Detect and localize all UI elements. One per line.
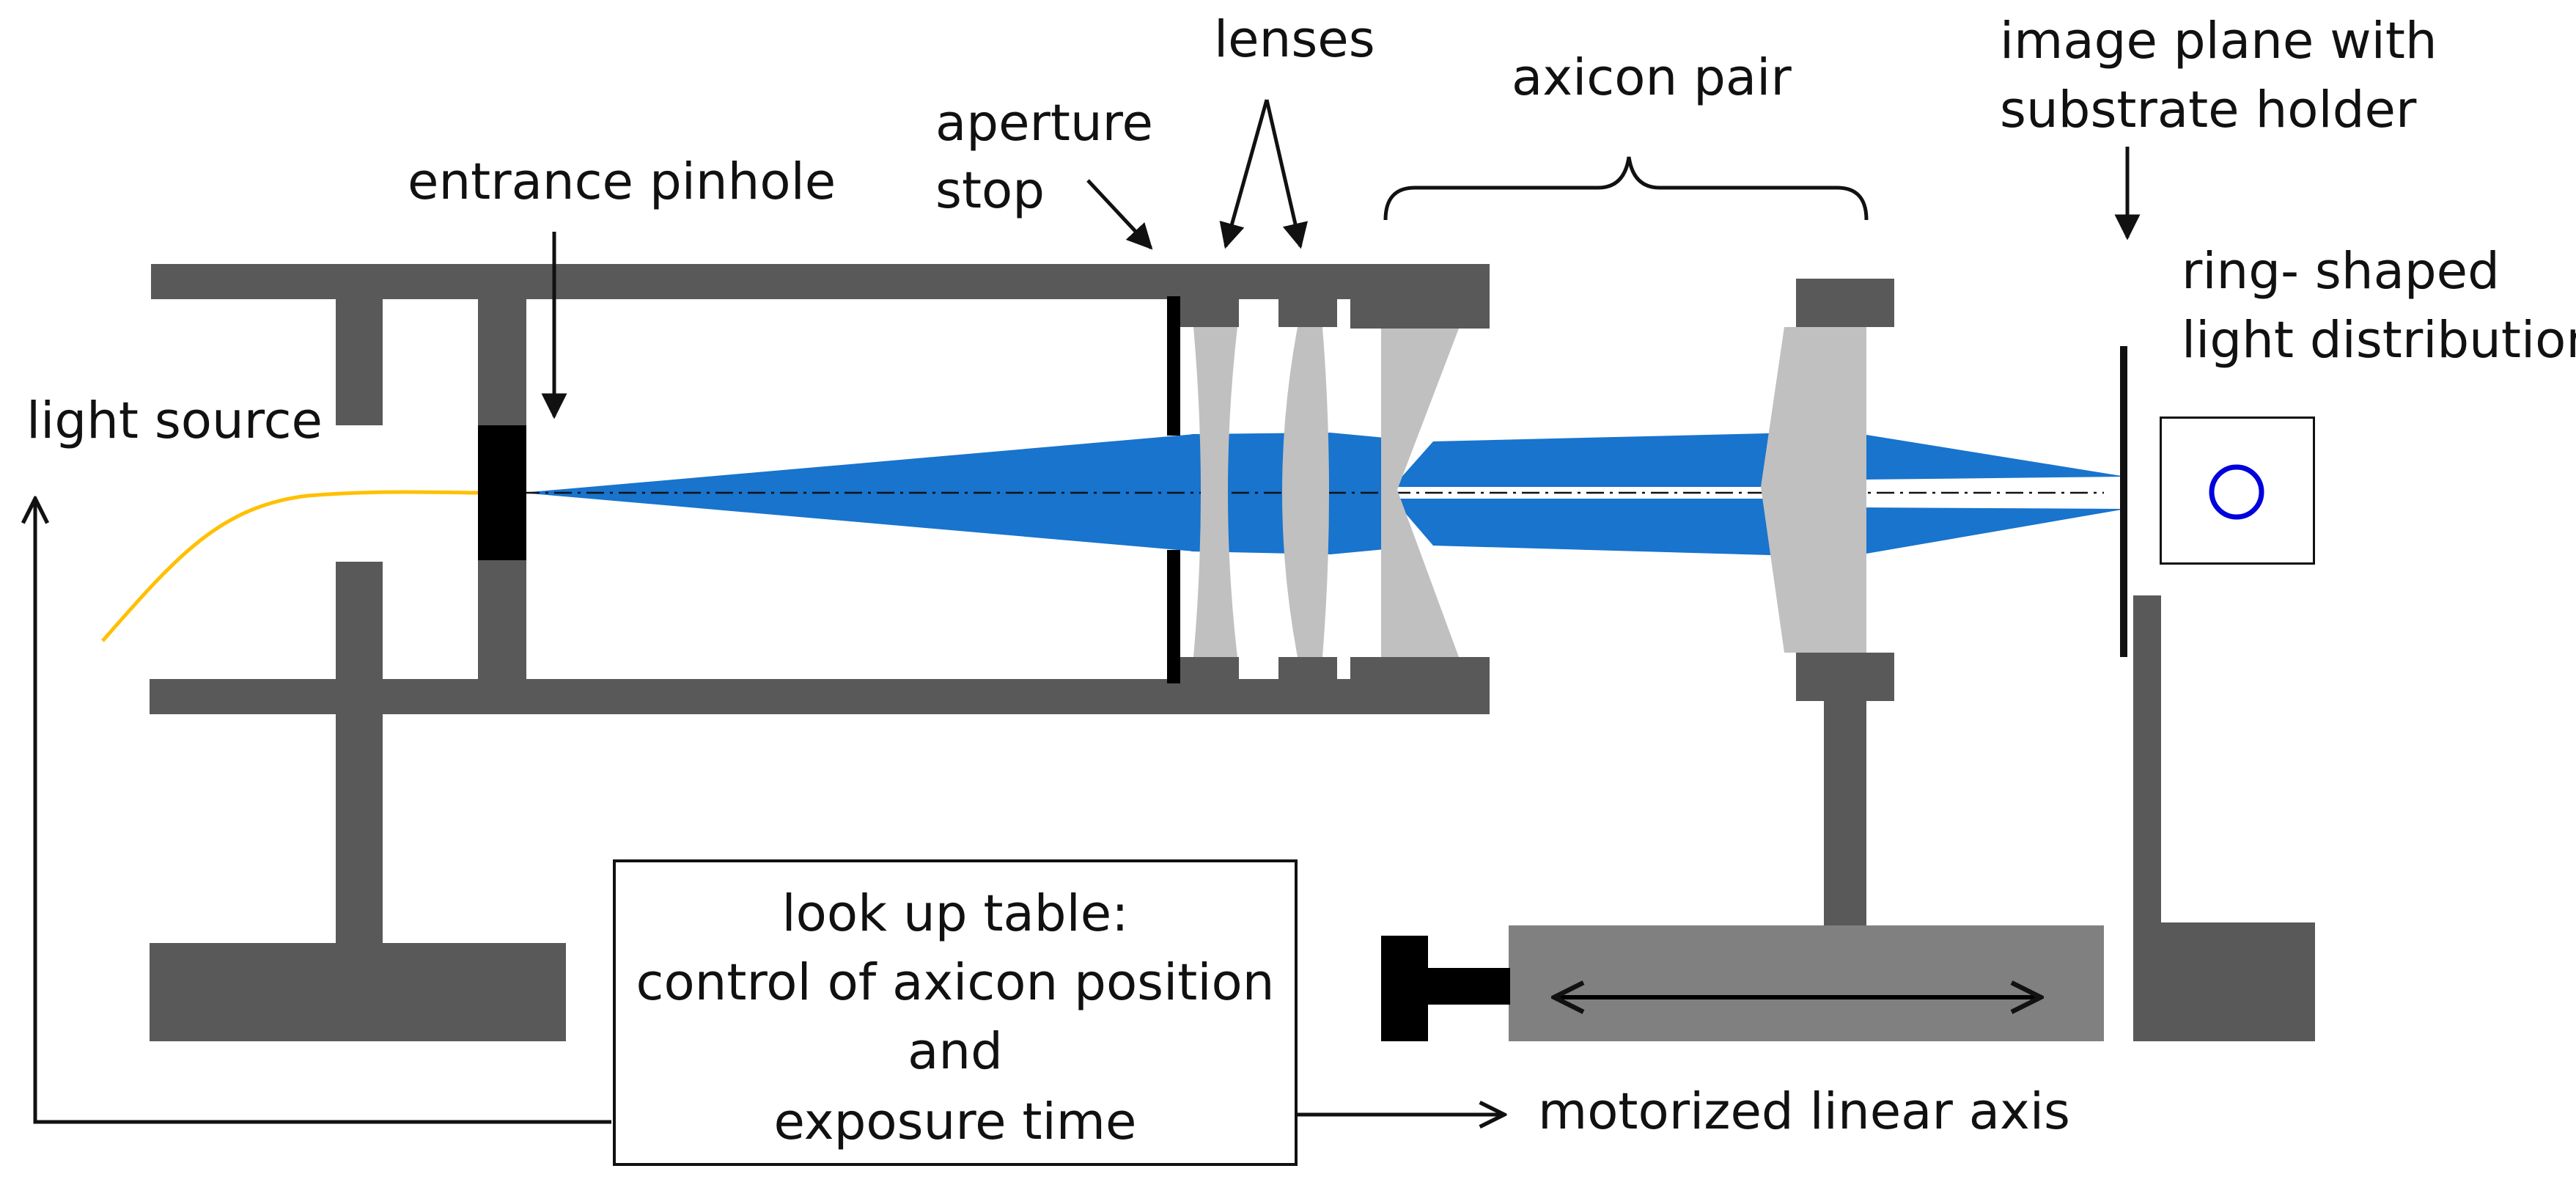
pinhole-holder-upper <box>478 299 526 427</box>
label-stop: stop <box>935 161 1045 220</box>
beam-lower-to-image <box>1862 507 2126 554</box>
substrate-holder-base <box>2133 922 2315 1041</box>
lens2-mount-bottom <box>1278 657 1337 683</box>
lut-line-3: and <box>908 1022 1003 1081</box>
aperture-stop <box>1167 296 1180 683</box>
label-image-plane-line1: image plane with <box>2000 12 2437 70</box>
base-plate <box>150 943 566 1041</box>
pinhole-holder-lower <box>478 557 526 679</box>
axicon-1 <box>1381 329 1459 657</box>
annotation-arrows <box>35 99 2141 1124</box>
axicon2-rod <box>1824 701 1866 928</box>
axicon2-mount-bottom <box>1796 653 1894 701</box>
feedback-line-to-source <box>35 499 611 1124</box>
axicon-brace <box>1383 156 1869 221</box>
lens1-mount-bottom <box>1180 657 1239 683</box>
label-ring-line1: ring- shaped <box>2182 242 2500 301</box>
lookup-table-box: look up table: control of axicon positio… <box>613 859 1298 1166</box>
lens1-mount-top <box>1180 293 1239 327</box>
axicon2-mount-top <box>1796 279 1894 327</box>
beam-upper-to-image <box>1862 434 2126 480</box>
lut-line-2: control of axicon position <box>636 953 1275 1012</box>
motor-shaft <box>1428 968 1510 1005</box>
lens2-arrow <box>1265 99 1308 249</box>
label-lenses: lenses <box>1214 10 1375 69</box>
lens-1 <box>1193 327 1237 657</box>
housing-top-tube <box>151 264 1490 299</box>
source-mount-upper <box>336 299 383 425</box>
beam-lower-between-axicons <box>1393 499 1796 556</box>
entrance-pinhole <box>478 425 526 560</box>
substrate-holder-post <box>2133 595 2161 930</box>
lut-line-4: exposure time <box>773 1093 1137 1151</box>
lens-2 <box>1282 327 1329 657</box>
housing-bottom-tube <box>150 679 1490 714</box>
lenses <box>1193 327 1329 657</box>
stage-body <box>1509 925 2104 1041</box>
lens2-mount-top <box>1278 293 1337 327</box>
axicon-2 <box>1761 327 1866 653</box>
label-image-plane-line2: substrate holder <box>2000 81 2417 139</box>
beam-upper-between-axicons <box>1393 433 1796 487</box>
motor-block <box>1381 936 1428 1041</box>
pillar <box>336 714 383 943</box>
fiber-cable <box>101 490 485 642</box>
label-entrance-pinhole: entrance pinhole <box>408 153 836 211</box>
label-axicon-pair: axicon pair <box>1512 48 1792 107</box>
image-plane <box>2120 346 2127 657</box>
axicon1-mount-top <box>1350 293 1490 329</box>
lens1-arrow <box>1219 99 1269 249</box>
label-motorized-axis: motorized linear axis <box>1538 1082 2070 1141</box>
label-aperture: aperture <box>935 94 1153 153</box>
housing <box>150 264 2315 1041</box>
axicon1-mount-bottom <box>1350 657 1490 683</box>
aperture-arrow <box>1086 179 1153 250</box>
axicons <box>1381 327 1866 657</box>
label-light-source: light source <box>26 392 323 450</box>
lut-line-1: look up table: <box>781 884 1129 943</box>
source-mount-lower <box>336 562 383 679</box>
label-ring-line2: light distribution <box>2182 311 2576 370</box>
motorized-stage <box>1381 925 2104 1041</box>
ring-distribution-box <box>2160 417 2315 565</box>
